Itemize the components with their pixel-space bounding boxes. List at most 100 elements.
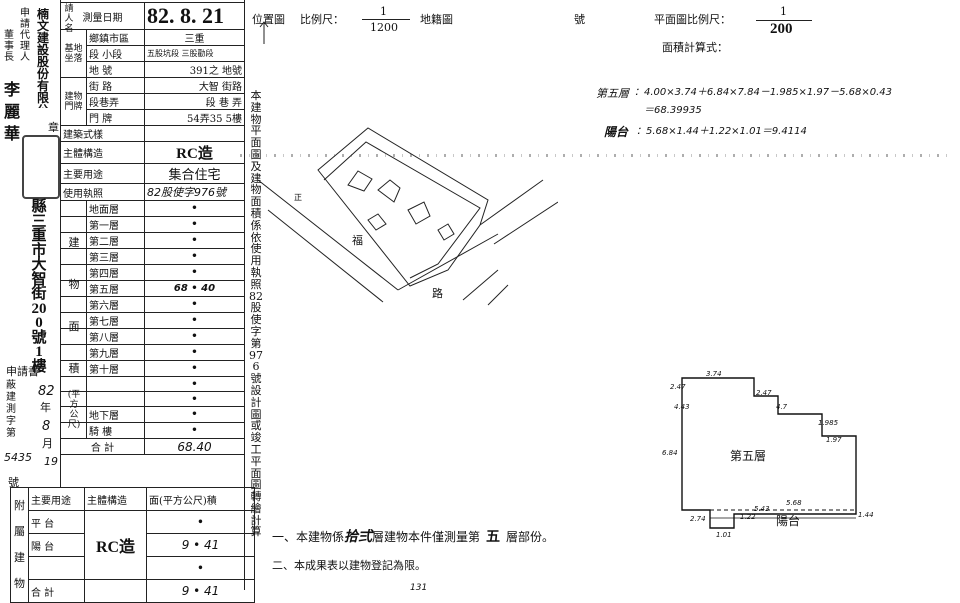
usage-value: 集合住宅 [144,163,245,184]
floor-value: • [144,264,245,281]
calc-line3-label: 陽台 [604,125,629,139]
road-label: 路 [432,287,443,300]
attached-area: • [146,510,255,534]
floor-value: 68 • 40 [144,280,245,297]
floor-name: 第五層 [86,280,145,297]
floor-value: • [144,328,245,345]
attached-usage: 陽 台 [28,533,85,557]
floor-name: 第九層 [86,344,145,361]
total-label: 合 計 [60,438,145,456]
num-unit: 號 [8,476,19,489]
floor-name: 地下層 [86,406,145,424]
plan-dim: 4.7 [776,403,788,411]
attached-usage [28,556,85,580]
location-scale-num: 1 [380,5,387,18]
area-head: 面(平方公尺)積 [146,487,255,511]
survey-month: 8 [42,419,51,434]
plan-dim: 1.44 [858,511,874,519]
row-value: 大智 街路 [144,77,245,94]
total-value: 68.40 [144,438,245,456]
permit-label: 使用執照 [60,183,145,201]
year-unit: 年 [40,401,51,414]
note-1-floor: 五 [486,530,501,545]
attached-side-label: 附屬建物 [10,487,29,603]
structure-head: 主體構造 [84,487,147,511]
row-value: 391之 地號 [144,61,245,78]
floor-plan [681,377,857,529]
attached-area: 9 • 41 [146,579,255,603]
row-value: 54弄35 5樓 [144,109,245,126]
calc-line2: ＝68.39935 [644,105,702,116]
note-1-mid: 層建物本件僅測量第 [372,530,481,544]
survey-form-table: 測量日期 82. 8. 21 基地坐落 鄉鎮市區 三重 段 小段 五股坑段 三股… [60,2,245,456]
floor-value: • [144,248,245,265]
building-style-label: 建築式樣 [60,125,145,142]
seal-label: 章 [48,121,59,134]
floor-value: • [144,391,245,408]
plan-dim: 2.74 [690,515,706,523]
attached-building-table: 附屬建物 主要用途 主體構造 面(平方公尺)積 平 台 RC造 • 陽 台 9 … [10,487,255,603]
survey-day: 19 [44,455,58,468]
plan-balcony-label: 陽台 [776,514,801,528]
plan-dim: 1.22 [740,513,756,521]
scale-bar [362,19,410,20]
land-label: 基地坐落 [60,29,87,78]
chairman-label: 董事長 [4,30,14,63]
seal-stamp [22,135,60,199]
plan-dim: 1.01 [716,531,732,539]
location-label: 位置圖 [252,13,285,26]
plan-scale-bar [756,20,812,21]
plan-dim: 6.84 [662,449,678,457]
row-value: 三重 [144,29,245,46]
row-label: 鄉鎮市區 [86,29,145,46]
row-label: 地 號 [86,61,145,78]
attached-area: 9 • 41 [146,533,255,557]
plan-dim: 2.47 [756,389,772,397]
plan-dim: 4.43 [674,403,690,411]
row-label: 街 路 [86,77,145,94]
calc-line3: ：5.68×1.44＋1.22×1.01＝9.4114 [636,126,807,137]
row-label: 段巷弄 [86,93,145,110]
floor-name: 第二層 [86,232,145,249]
app-no-label: 申請書 [6,365,39,378]
floor-area-label: 建物面積 [68,236,80,375]
floor-value: • [144,312,245,329]
row-value: 段 巷 弄 [144,93,245,110]
applicant-name: 李麗華 [3,82,20,143]
plan-scale-den: 200 [770,21,793,37]
plan-dim: 5.68 [786,499,802,507]
map-sheet-label: 地籍圖 [420,13,453,26]
survey-year: 82 [38,384,55,399]
floor-value: • [144,232,245,249]
attached-usage: 平 台 [28,510,85,534]
floor-name: 地面層 [86,200,145,217]
survey-date: 82. 8. 21 [144,2,245,30]
floor-value: • [144,344,245,361]
address: 縣三重市大智街200號1樓 [31,199,47,375]
road-label: 正 [294,193,302,202]
road-label: 福 [352,234,363,247]
attached-structure [84,579,147,603]
floor-name: 第八層 [86,328,145,345]
location-map [258,127,558,306]
plan-floor-label: 第五層 [730,449,767,463]
floor-name: 第六層 [86,296,145,313]
plan-dim: 1.97 [826,436,842,444]
floor-value: • [144,422,245,440]
floor-name: 第四層 [86,264,145,281]
permit-value: 82股使字976號 [144,183,245,201]
row-label: 段 小段 [86,45,145,62]
month-unit: 月 [42,437,53,450]
survey-date-label: 測量日期 [60,2,145,30]
floor-name: 第七層 [86,312,145,329]
note-1-suffix: 層部份。 [506,530,555,544]
structure-label: 主體構造 [60,141,145,164]
note-1-prefix: 一、本建物係 [272,530,345,544]
floor-value: • [144,200,245,217]
usage-label: 主要用途 [60,163,145,184]
agent-label: 申請代理人 [20,8,30,63]
plan-dim: 1.985 [818,419,839,427]
plan-dim: 5.43 [754,505,770,513]
company-name: 楠文建設股份有限公司 [36,8,49,108]
calc-line1: ：4.00×3.74＋6.84×7.84－1.985×1.97－5.68×0.4… [634,87,893,98]
